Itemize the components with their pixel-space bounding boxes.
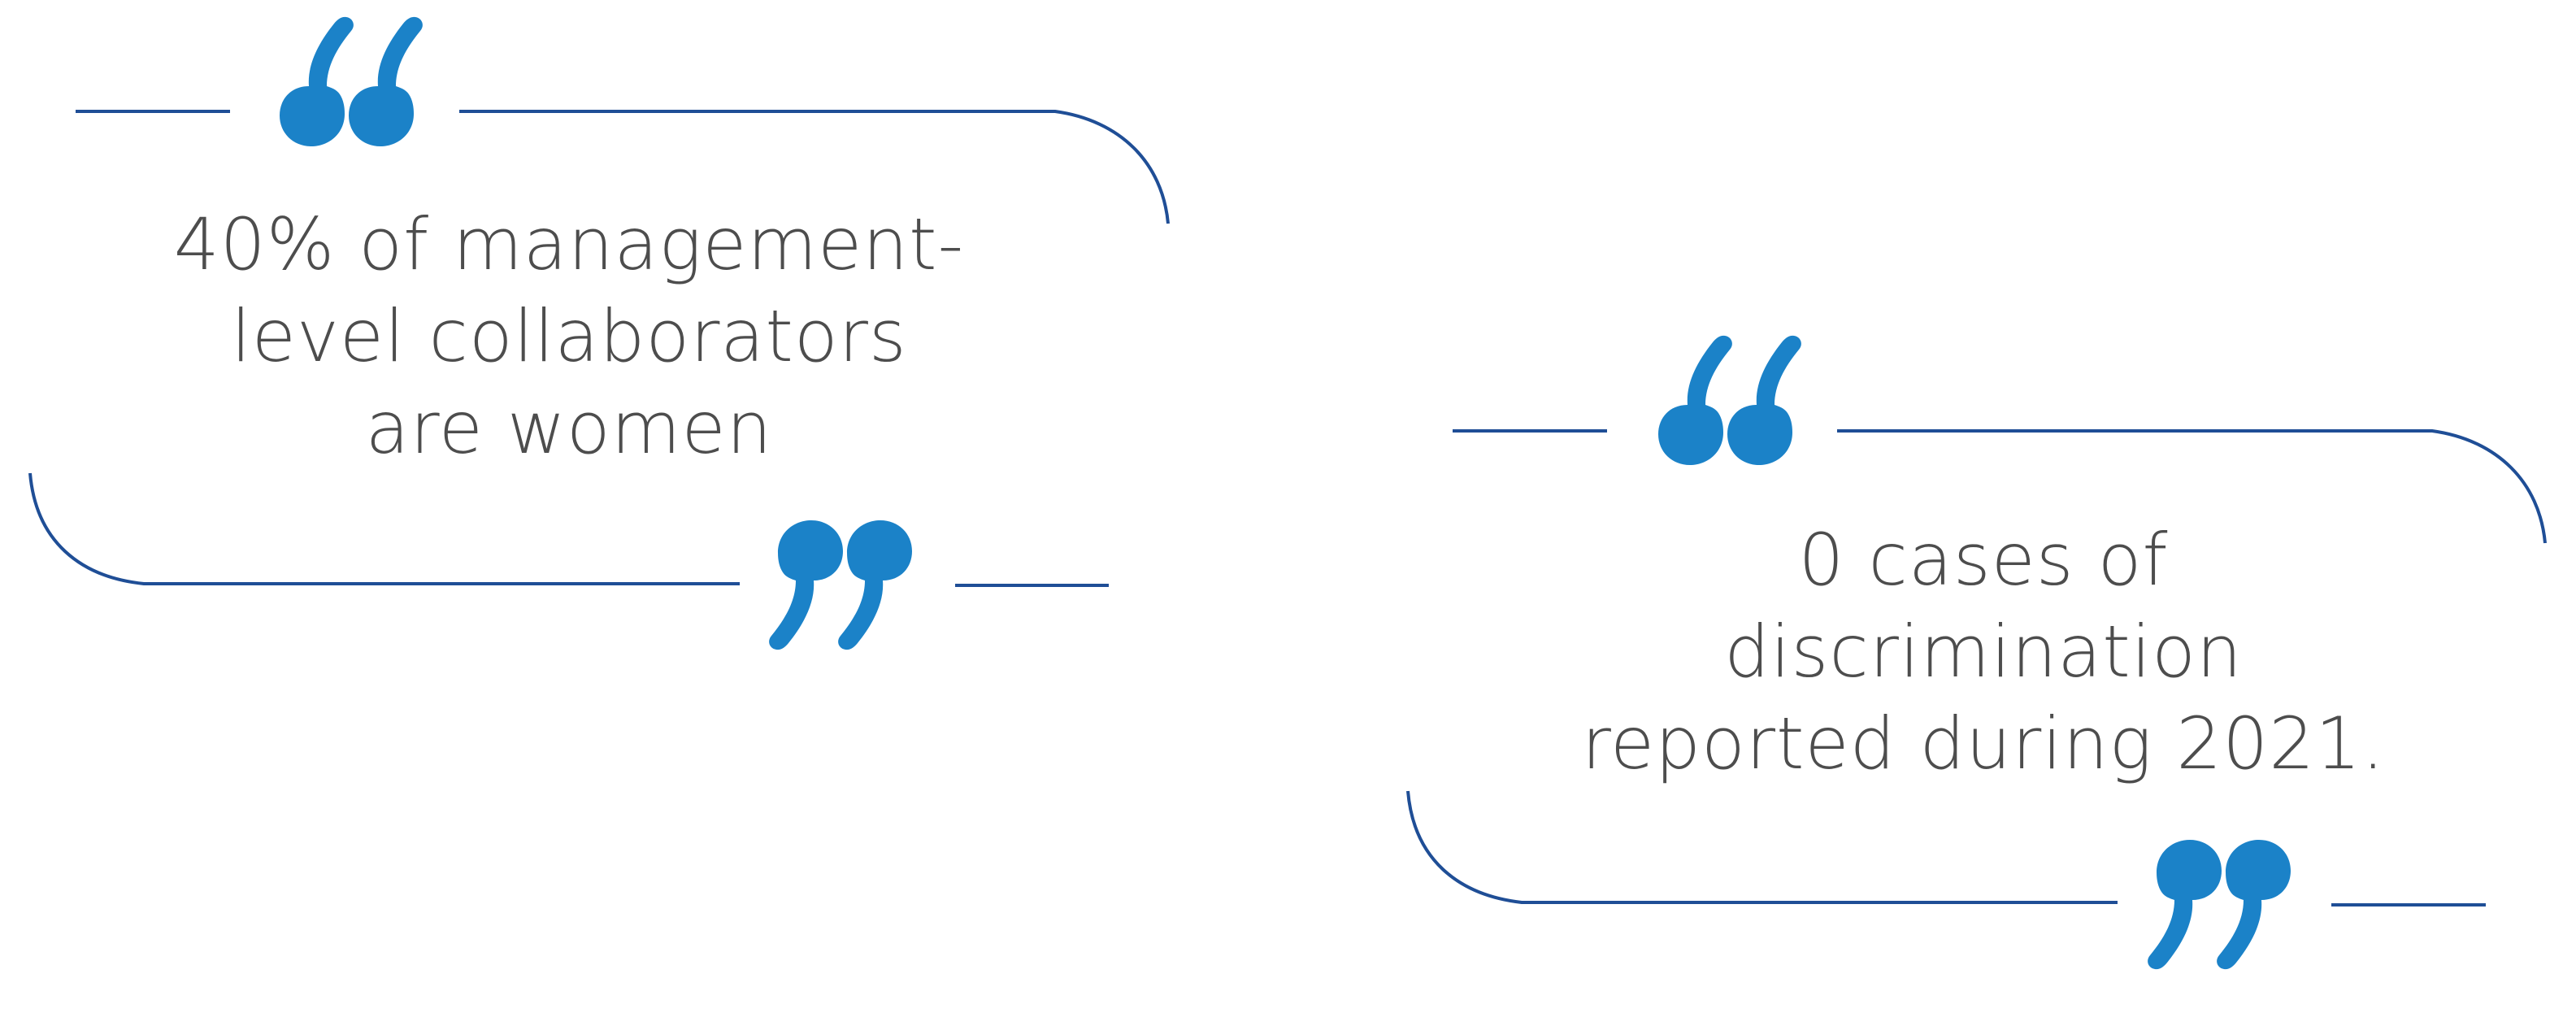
quote1-top-right-line — [459, 110, 1170, 224]
quote2-line-1: 0 cases of — [1798, 518, 2169, 602]
quote1-close-quote-icon — [769, 520, 912, 650]
quote2-open-quote-icon — [1658, 335, 1801, 465]
quote1-frame — [28, 110, 1170, 587]
quote1-line-1: 40% of management- — [173, 202, 965, 286]
quote1-line-2: level collaborators — [231, 294, 907, 378]
quote2-top-right-line — [1837, 429, 2547, 544]
quote2-line-2: discrimination — [1724, 610, 2243, 693]
quote1-open-quote-icon — [280, 16, 423, 147]
quote2-close-quote-icon — [2148, 840, 2291, 970]
quote1-line-3: are women — [365, 386, 773, 470]
quote2-text: 0 cases of discrimination reported durin… — [1423, 514, 2544, 789]
quote2-line-3: reported during 2021. — [1581, 702, 2386, 785]
quote2-bottom-left-line — [1406, 790, 2118, 904]
quote2-frame — [1406, 429, 2547, 906]
quote1-bottom-left-line — [28, 472, 740, 585]
quote1-text: 40% of management- level collaborators a… — [49, 198, 1089, 474]
